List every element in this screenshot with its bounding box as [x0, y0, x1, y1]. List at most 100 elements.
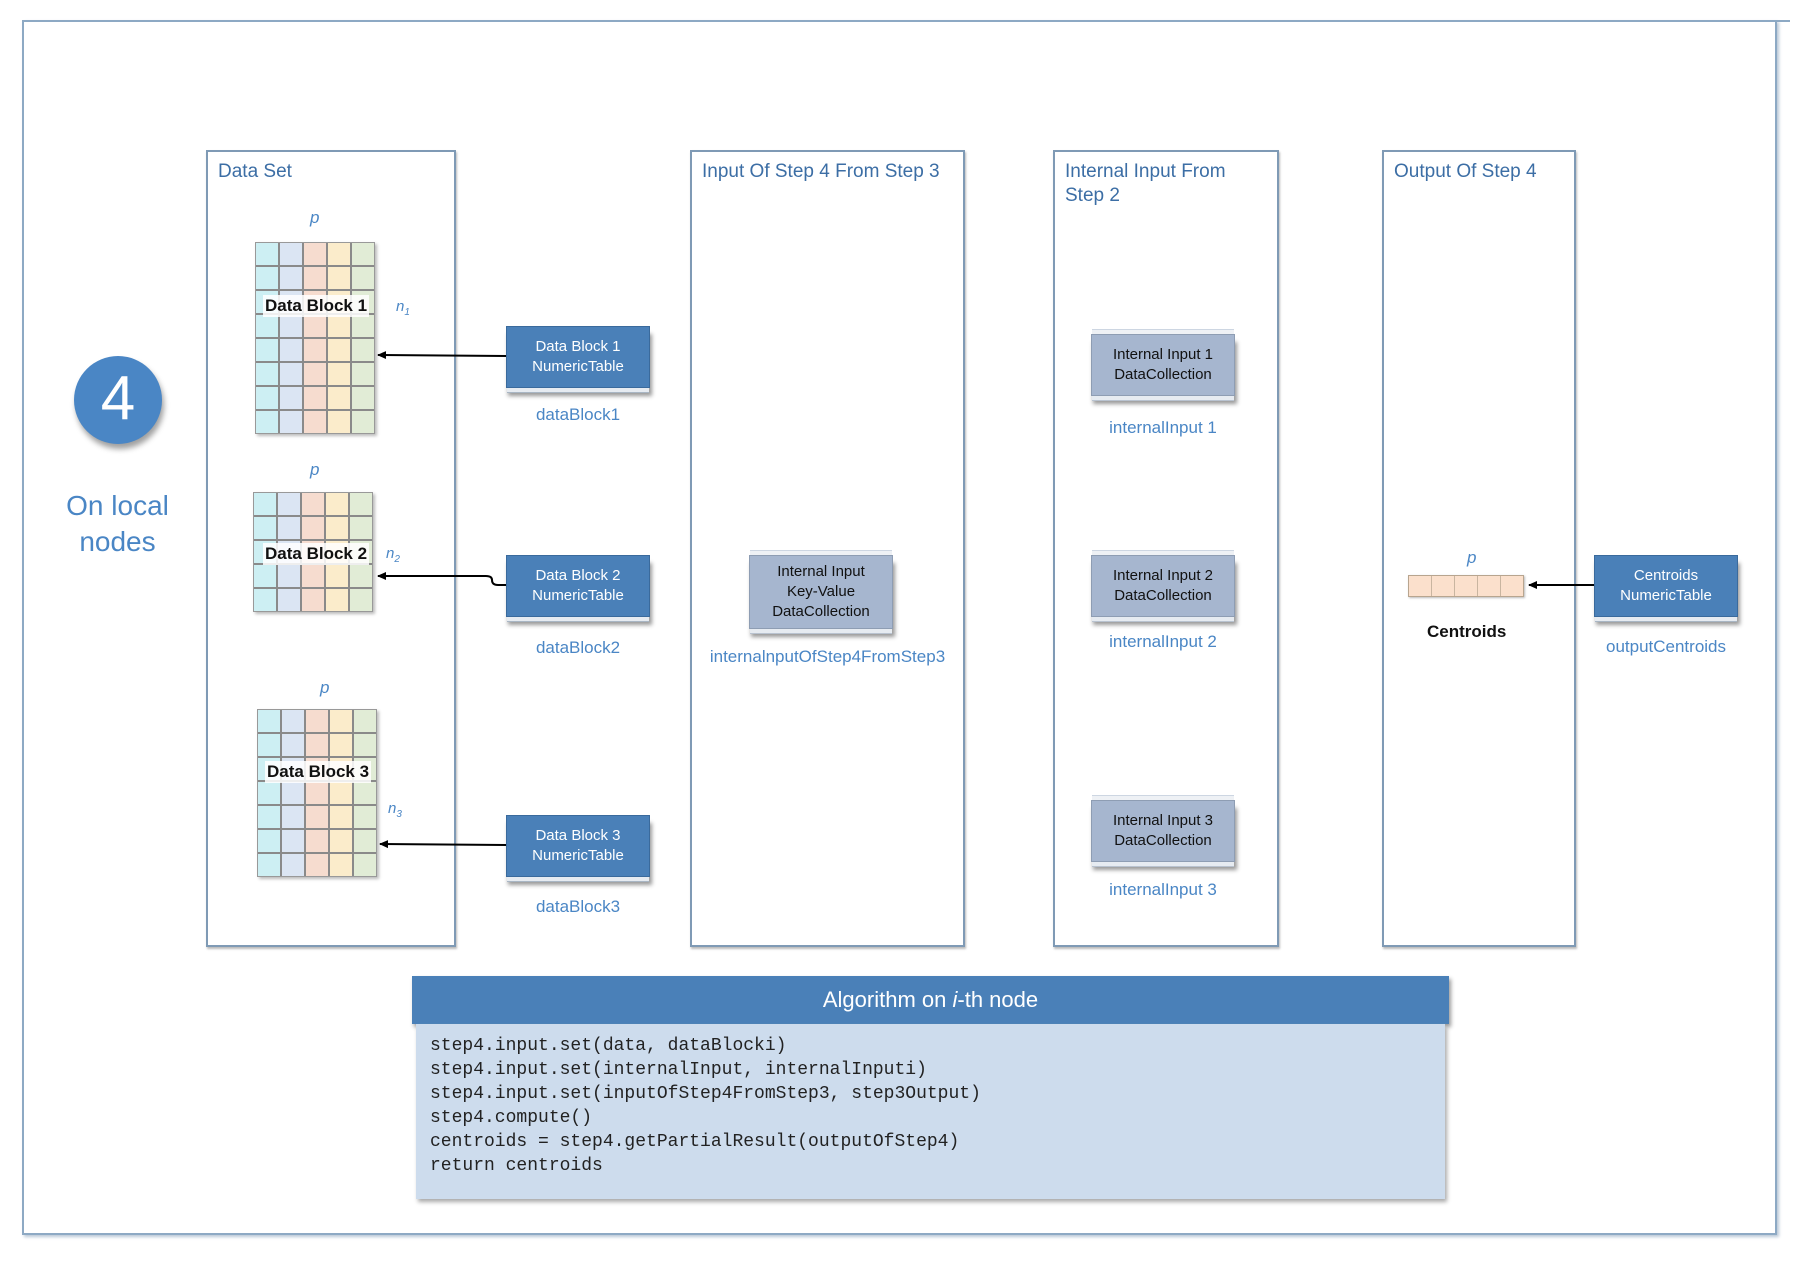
table-cell	[254, 517, 276, 539]
table-cell	[304, 387, 326, 409]
table-cell	[254, 493, 276, 515]
table-cell	[330, 710, 352, 732]
table-cell	[282, 734, 304, 756]
data-set-panel: Data Set	[206, 150, 456, 947]
table-cell	[354, 806, 376, 828]
table-cell	[282, 782, 304, 804]
table-cell	[352, 387, 374, 409]
internal-input-1-caption: internalInput 1	[1109, 418, 1217, 437]
data-block-2-node: Data Block 2 NumericTable	[506, 555, 650, 617]
data-block-1-caption: dataBlock1	[535, 405, 621, 424]
table-cell	[256, 267, 278, 289]
table-cell	[258, 710, 280, 732]
table-cell	[256, 315, 278, 337]
table-cell	[302, 493, 324, 515]
table-cell	[326, 493, 348, 515]
internal-input-1-node: Internal Input 1 DataCollection	[1091, 334, 1235, 396]
kv-input-node: Internal Input Key-Value DataCollection	[749, 555, 893, 629]
table-cell	[328, 363, 350, 385]
table-cell	[352, 411, 374, 433]
table-cell	[302, 517, 324, 539]
data-block-2-caption: dataBlock2	[535, 638, 621, 657]
table-cell	[350, 493, 372, 515]
input-step3-panel: Input Of Step 4 From Step 3	[690, 150, 965, 947]
internal-input-2-caption: internalInput 2	[1109, 632, 1217, 651]
table-cell	[326, 565, 348, 587]
arrow-data-block-1	[377, 351, 507, 360]
table-cell	[280, 411, 302, 433]
n-letter: n	[386, 545, 395, 562]
algorithm-title-text: Algorithm on	[822, 987, 953, 1012]
table-cell	[278, 589, 300, 611]
table-cell	[280, 243, 302, 265]
table-cell	[254, 565, 276, 587]
data-block-label: Data Block 1	[263, 295, 370, 317]
table-cell	[352, 267, 374, 289]
table-cell	[354, 782, 376, 804]
table-cell	[304, 339, 326, 361]
table-cell	[1409, 576, 1432, 596]
table-cell	[304, 363, 326, 385]
internal-input-panel: Internal Input From Step 2	[1053, 150, 1279, 947]
table-cell	[354, 710, 376, 732]
table-cell	[280, 339, 302, 361]
p-label: p	[310, 208, 320, 227]
table-cell	[282, 710, 304, 732]
table-cell	[280, 387, 302, 409]
table-cell	[306, 830, 328, 852]
centroids-table	[1408, 575, 1524, 597]
algorithm-title-i: i	[952, 987, 958, 1012]
n-label: n3	[388, 800, 402, 820]
table-cell	[330, 782, 352, 804]
table-cell	[326, 589, 348, 611]
table-cell	[328, 243, 350, 265]
table-cell	[328, 339, 350, 361]
table-cell	[306, 854, 328, 876]
table-cell	[304, 411, 326, 433]
table-cell	[258, 854, 280, 876]
location-label: On local nodes	[66, 490, 169, 557]
algorithm-header: Algorithm on i-th node	[412, 976, 1449, 1024]
table-cell	[306, 782, 328, 804]
table-cell	[282, 854, 304, 876]
data-block-1-node: Data Block 1 NumericTable	[506, 326, 650, 388]
table-cell	[256, 339, 278, 361]
kv-input-caption: internalnputOfStep4FromStep3	[709, 647, 946, 666]
output-panel: Output Of Step 4	[1382, 150, 1576, 947]
data-block-label: Data Block 2	[263, 543, 370, 565]
panel-title: Input Of Step 4 From Step 3	[702, 161, 940, 182]
frame-corner	[1760, 20, 1790, 22]
n-letter: n	[388, 800, 397, 817]
table-cell	[354, 734, 376, 756]
table-cell	[328, 315, 350, 337]
table-cell	[350, 565, 372, 587]
table-cell	[304, 315, 326, 337]
table-cell	[326, 517, 348, 539]
n-label: n1	[396, 298, 410, 318]
table-cell	[354, 830, 376, 852]
data-block-label: Data Block 3	[265, 761, 372, 783]
table-cell	[1478, 576, 1501, 596]
algorithm-code-box: step4.input.set(data, dataBlocki) step4.…	[416, 1024, 1445, 1199]
centroids-caption: outputCentroids	[1605, 637, 1727, 656]
table-cell	[278, 493, 300, 515]
data-block-3-caption: dataBlock3	[535, 897, 621, 916]
table-cell	[352, 315, 374, 337]
table-cell	[352, 339, 374, 361]
table-cell	[258, 782, 280, 804]
table-cell	[306, 806, 328, 828]
n-subscript: 2	[394, 554, 400, 565]
table-cell	[258, 806, 280, 828]
table-cell	[350, 517, 372, 539]
internal-input-2-node: Internal Input 2 DataCollection	[1091, 555, 1235, 617]
table-cell	[1501, 576, 1523, 596]
centroids-node: Centroids NumericTable	[1594, 555, 1738, 617]
table-cell	[282, 830, 304, 852]
table-cell	[256, 411, 278, 433]
table-cell	[1455, 576, 1478, 596]
table-cell	[330, 830, 352, 852]
table-cell	[328, 267, 350, 289]
p-label: p	[1467, 548, 1477, 567]
table-cell	[354, 854, 376, 876]
